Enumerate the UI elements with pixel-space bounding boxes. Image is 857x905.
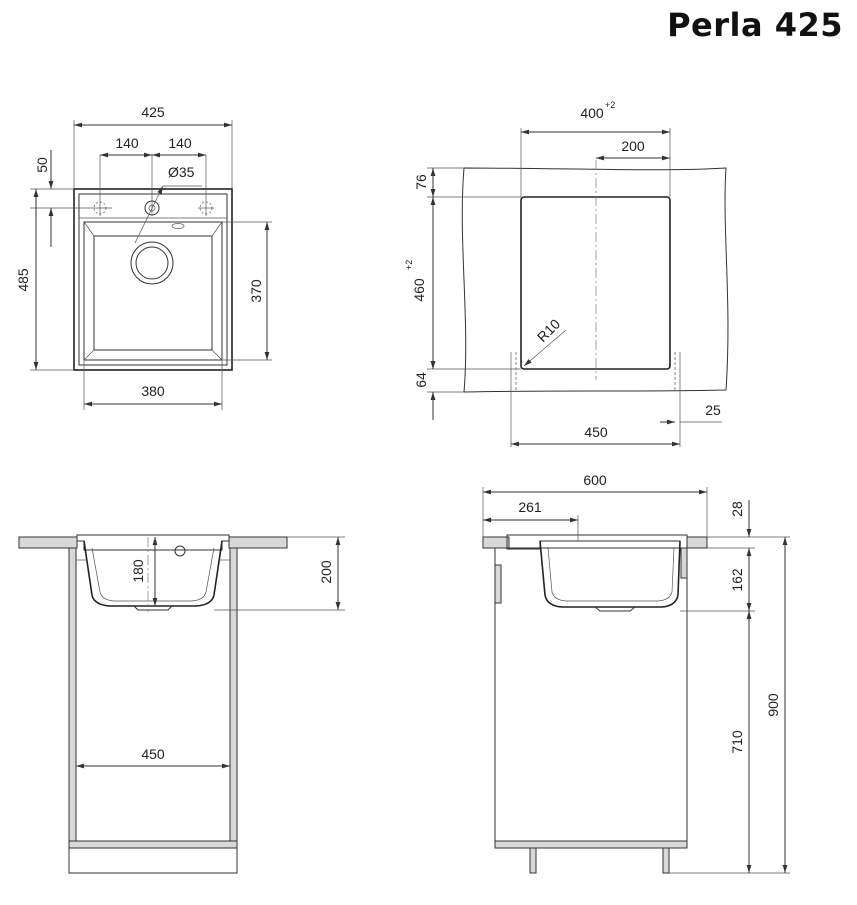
dim-sink-depth: 162 bbox=[729, 568, 745, 592]
dim-cabinet-height: 710 bbox=[729, 730, 745, 754]
side-view: 600 261 28 162 710 900 bbox=[482, 472, 790, 874]
bowl-outline bbox=[83, 221, 223, 361]
dim-cutout-width: 400 bbox=[580, 105, 604, 121]
dim-edge-offset: 50 bbox=[34, 157, 50, 173]
countertop-outline bbox=[461, 167, 729, 393]
dim-top-margin: 76 bbox=[413, 174, 429, 190]
dim-bowl-offset: 261 bbox=[518, 499, 542, 515]
dim-cutout-width-tol: +2 bbox=[605, 100, 615, 110]
dim-bottom-margin: 64 bbox=[413, 372, 429, 388]
dim-bowl-depth: 370 bbox=[248, 279, 264, 303]
dim-front-total-depth: 200 bbox=[318, 560, 334, 584]
overflow-hole-icon bbox=[174, 545, 186, 557]
front-bowl bbox=[83, 540, 223, 607]
dim-edge: 25 bbox=[705, 402, 721, 418]
top-view: 425 140 140 Ø35 50 485 370 380 bbox=[15, 104, 272, 410]
dim-cabinet: 450 bbox=[584, 424, 608, 440]
dim-depth: 485 bbox=[15, 268, 31, 292]
sink-outline bbox=[73, 188, 233, 371]
dim-cutout-half: 200 bbox=[621, 138, 645, 154]
dim-cutout-height: 460 bbox=[411, 278, 427, 302]
product-title: Perla 425 bbox=[667, 6, 843, 44]
dim-width: 425 bbox=[141, 104, 165, 120]
cutout-view: 400 +2 200 76 460 +2 64 R10 450 25 bbox=[404, 100, 729, 447]
dim-cutout-height-tol: +2 bbox=[404, 260, 414, 270]
sink-rim bbox=[78, 193, 228, 366]
dim-tap-hole: Ø35 bbox=[168, 164, 195, 180]
front-view: 180 200 450 bbox=[18, 534, 345, 874]
dim-bowl-width: 380 bbox=[141, 383, 165, 399]
dim-radius: R10 bbox=[534, 315, 564, 345]
dim-counter-depth: 600 bbox=[583, 472, 607, 488]
dim-total-height: 900 bbox=[765, 693, 781, 717]
cutout-outline bbox=[520, 196, 671, 370]
dim-hole-right: 140 bbox=[168, 135, 192, 151]
dim-hole-left: 140 bbox=[115, 135, 139, 151]
dim-front-cabinet: 450 bbox=[141, 746, 165, 762]
dim-front-bowl-depth: 180 bbox=[130, 559, 146, 583]
side-bowl bbox=[539, 540, 681, 608]
drain-icon bbox=[130, 241, 174, 285]
dim-counter-thickness: 28 bbox=[729, 501, 745, 517]
overflow-icon bbox=[171, 223, 185, 229]
